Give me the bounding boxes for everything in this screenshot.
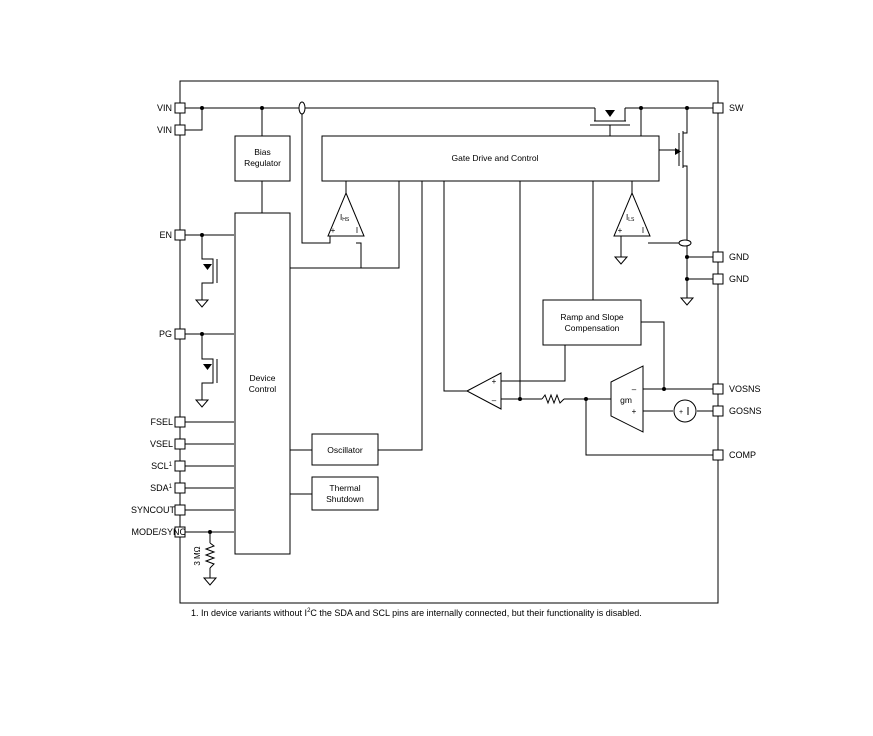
pin-vin1-square xyxy=(174,102,186,114)
right-pins xyxy=(712,102,724,461)
gm-plus: + xyxy=(632,407,637,416)
pin-sda-square xyxy=(174,482,186,494)
ramp-slope-label-2: Compensation xyxy=(565,323,620,333)
ramp-slope-block xyxy=(542,299,642,346)
pin-en-label: EN xyxy=(159,230,172,240)
pin-sw-label: SW xyxy=(729,103,744,113)
pin-sda-label: SDA1 xyxy=(150,483,173,493)
pin-pg-square xyxy=(174,328,186,340)
pin-gnd2-square xyxy=(712,273,724,285)
pin-syncout-square xyxy=(174,504,186,516)
pin-vosns-label: VOSNS xyxy=(729,384,761,394)
vsource-plus: + xyxy=(679,409,683,416)
footnote-text-pre: 1. In device variants without I xyxy=(191,608,308,618)
gate-drive-label: Gate Drive and Control xyxy=(452,153,539,163)
pin-mode-sync-label: MODE/SYNC xyxy=(131,527,186,537)
gm-amplifier xyxy=(610,365,644,433)
left-pins xyxy=(174,102,186,538)
gm-minus: – xyxy=(632,385,637,394)
pin-gnd1-label: GND xyxy=(729,252,750,262)
bias-regulator-label-2: Regulator xyxy=(244,158,281,168)
pin-gosns-square xyxy=(712,405,724,417)
pin-scl-square xyxy=(174,460,186,472)
ic-outline xyxy=(179,80,719,604)
pin-gosns-label: GOSNS xyxy=(729,406,762,416)
oscillator-block xyxy=(311,433,379,466)
pin-gnd2-label: GND xyxy=(729,274,750,284)
pin-fsel-square xyxy=(174,416,186,428)
pwm-comparator xyxy=(465,372,502,410)
pin-sw-square xyxy=(712,102,724,114)
pin-vin1-label: VIN xyxy=(157,103,172,113)
ground-symbols xyxy=(194,256,695,586)
thermal-shutdown-label-2: Shutdown xyxy=(326,494,364,504)
en-fet-arrow-icon xyxy=(203,264,212,270)
ils-amplifier xyxy=(613,191,651,237)
device-control-block xyxy=(234,212,291,555)
thermal-shutdown-label-1: Thermal xyxy=(329,483,360,493)
comparator-minus: – xyxy=(492,396,497,405)
pin-scl-label: SCL1 xyxy=(151,461,173,471)
pin-vin2-square xyxy=(174,124,186,136)
current-sense-hs-symbol xyxy=(298,101,306,115)
voltage-source-icon xyxy=(673,399,697,423)
pin-vsel-label: VSEL xyxy=(150,439,173,449)
bias-regulator-block xyxy=(234,135,291,182)
pin-comp-label: COMP xyxy=(729,450,756,460)
ramp-slope-label-1: Ramp and Slope xyxy=(560,312,624,322)
pg-fet-arrow-icon xyxy=(203,364,212,370)
ils-minus: I xyxy=(642,226,644,235)
gm-label: gm xyxy=(620,395,632,405)
hs-fet-arrow-icon xyxy=(605,110,615,117)
resistor-symbol xyxy=(541,393,565,405)
ils-label: ILS xyxy=(626,213,635,223)
pin-vsel-square xyxy=(174,438,186,450)
pin-gnd1-square xyxy=(712,251,724,263)
ihs-minus: I xyxy=(356,226,358,235)
footnote-superscript: 2 xyxy=(307,608,311,614)
footnote-text-post: C the SDA and SCL pins are internally co… xyxy=(310,608,642,618)
junction-dots xyxy=(200,106,689,534)
device-control-label-2: Control xyxy=(249,384,277,394)
ils-plus: + xyxy=(618,226,623,235)
comparator-plus: + xyxy=(492,377,497,386)
pin-en-square xyxy=(174,229,186,241)
pin-mode-sync-square xyxy=(174,526,186,538)
resistor-value-label: 3 MΩ xyxy=(193,546,202,565)
ihs-amplifier xyxy=(327,191,365,237)
device-control-label-1: Device xyxy=(250,373,276,383)
thermal-shutdown-block xyxy=(311,476,379,511)
gate-drive-block xyxy=(321,135,660,182)
ls-fet-arrow-icon xyxy=(675,148,681,155)
resistor-3mohm-symbol xyxy=(204,542,216,569)
pin-fsel-label: FSEL xyxy=(150,417,173,427)
ihs-plus: + xyxy=(331,226,336,235)
ihs-label: IHS xyxy=(340,213,350,223)
footnote: 1. In device variants without I2C the SD… xyxy=(191,608,642,618)
oscillator-label: Oscillator xyxy=(327,445,363,455)
pin-comp-square xyxy=(712,449,724,461)
pin-vin2-label: VIN xyxy=(157,125,172,135)
bias-regulator-label-1: Bias xyxy=(254,147,271,157)
pin-vosns-square xyxy=(712,383,724,395)
pin-pg-label: PG xyxy=(159,329,172,339)
current-sense-ls-symbol xyxy=(678,239,692,247)
pin-syncout-label: SYNCOUT xyxy=(131,505,176,515)
